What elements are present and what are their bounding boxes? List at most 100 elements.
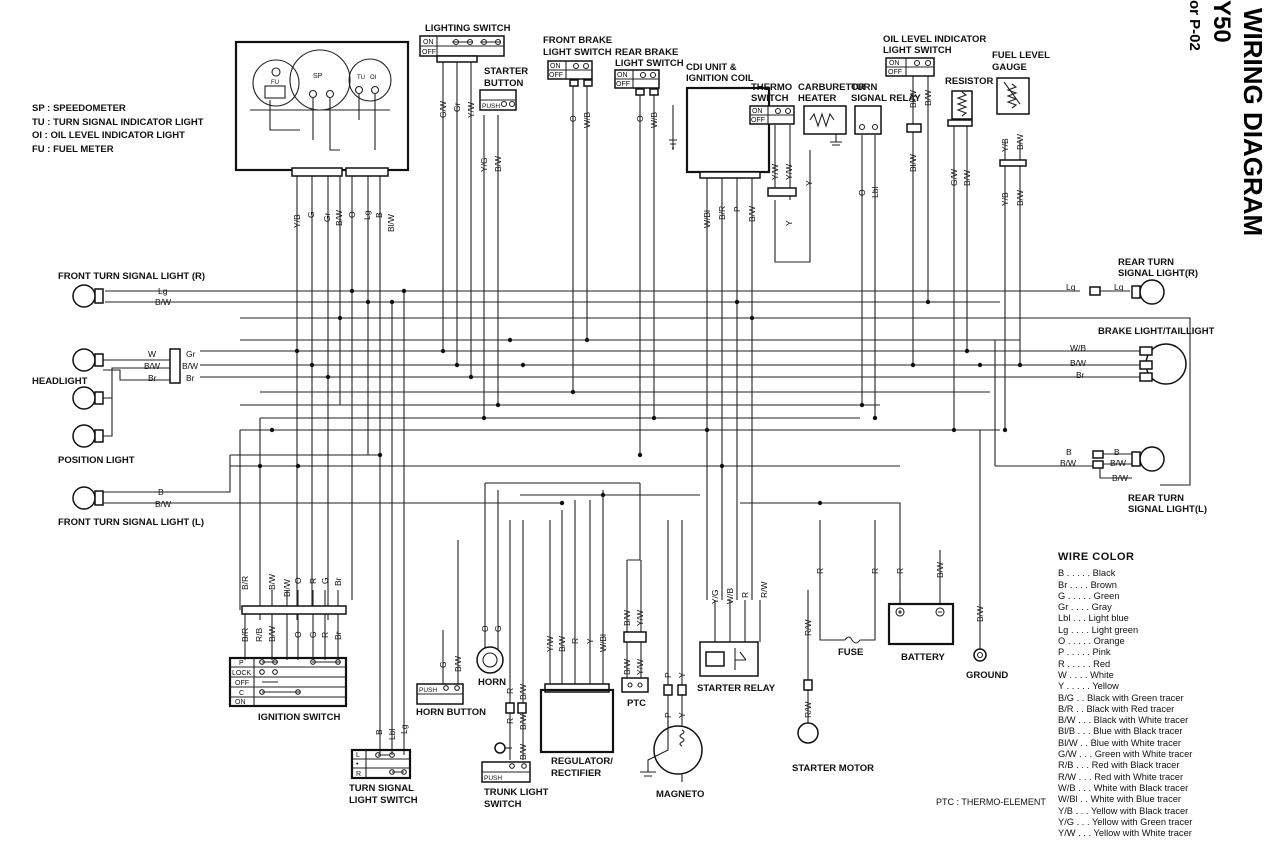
svg-text:Y: Y	[677, 712, 687, 718]
svg-text:Y/W: Y/W	[770, 164, 780, 180]
svg-text:B/W: B/W	[622, 659, 632, 675]
svg-text:CARBURETOR: CARBURETOR	[798, 82, 866, 93]
svg-text:LIGHT SWITCH: LIGHT SWITCH	[543, 47, 612, 58]
wire-color-name: Red	[1093, 658, 1111, 669]
svg-text:Y/B: Y/B	[1000, 192, 1010, 206]
svg-text:O: O	[857, 189, 867, 196]
svg-text:OFF: OFF	[422, 49, 436, 56]
svg-text:THERMO: THERMO	[751, 82, 792, 93]
svg-text:TURN: TURN	[851, 82, 878, 93]
svg-text:FUEL LEVEL: FUEL LEVEL	[992, 50, 1050, 61]
wire-color-name: Black with White tracer	[1093, 715, 1189, 726]
svg-text:OFF: OFF	[549, 72, 563, 79]
svg-text:G: G	[306, 211, 316, 218]
wire-color-dots: . . .	[1075, 805, 1089, 816]
svg-text:PUSH: PUSH	[482, 103, 500, 110]
svg-text:STARTER RELAY: STARTER RELAY	[697, 683, 776, 694]
wire-color-code: B/W	[1058, 715, 1076, 726]
wire-color-code: Bl/B	[1058, 726, 1076, 737]
svg-text:ON: ON	[235, 699, 246, 706]
svg-text:Y/G: Y/G	[710, 589, 720, 604]
svg-text:Bl/W: Bl/W	[908, 90, 918, 108]
svg-text:Gr: Gr	[186, 349, 196, 359]
wire-color-row: R/W . . . Red with White tracer	[1058, 772, 1273, 783]
wire-color-dots: . . . . .	[1067, 590, 1092, 601]
fuse-icon	[844, 636, 861, 644]
wire-color-name: Green with White tracer	[1094, 749, 1193, 760]
svg-text:STARTER MOTOR: STARTER MOTOR	[792, 763, 874, 774]
wire-color-code: Lg	[1058, 624, 1069, 635]
wire-color-dots: . . . . .	[1067, 636, 1092, 647]
svg-text:Br: Br	[1076, 370, 1085, 380]
svg-text:P: P	[663, 672, 673, 678]
svg-text:G: G	[320, 577, 330, 584]
svg-text:B/W: B/W	[182, 361, 198, 371]
wire-color-code: B	[1058, 568, 1065, 579]
wire-color-row: Y/B . . . Yellow with Black tracer	[1058, 806, 1273, 817]
svg-text:Lg: Lg	[399, 724, 409, 734]
wire-color-code: R/W	[1058, 771, 1077, 782]
wire-color-row: B/G . . Black with Green tracer	[1058, 693, 1273, 704]
svg-text:SIGNAL LIGHT(L): SIGNAL LIGHT(L)	[1128, 504, 1207, 515]
wire-color-row: Lbl . . . Light blue	[1058, 613, 1273, 624]
wire-color-dots: . . .	[1078, 715, 1092, 726]
svg-text:R: R	[570, 638, 580, 644]
svg-text:HORN BUTTON: HORN BUTTON	[416, 707, 486, 718]
wire-color-row: Y . . . . . Yellow	[1058, 681, 1273, 692]
wire-color-dots: . . . .	[1069, 579, 1088, 590]
wire-color-header: WIRE COLOR	[1058, 551, 1135, 563]
svg-text:O: O	[568, 115, 578, 122]
svg-text:P: P	[239, 660, 244, 667]
wire-color-code: O	[1058, 636, 1066, 647]
wire-color-name: Black with Green tracer	[1086, 692, 1184, 703]
svg-text:O: O	[635, 115, 645, 122]
svg-text:B/W: B/W	[453, 656, 463, 672]
svg-text:Y/W: Y/W	[635, 610, 645, 626]
svg-text:B/W: B/W	[518, 684, 528, 700]
wire-color-name: Gray	[1091, 602, 1112, 613]
svg-text:PUSH: PUSH	[484, 775, 502, 782]
wire-color-row: Br . . . . Brown	[1058, 580, 1273, 591]
svg-text:RESISTOR: RESISTOR	[945, 76, 994, 87]
svg-text:B/W: B/W	[557, 636, 567, 652]
svg-text:L: L	[356, 752, 360, 759]
wire-color-row: R . . . . . Red	[1058, 659, 1273, 670]
svg-text:LIGHT SWITCH: LIGHT SWITCH	[349, 795, 418, 806]
wire-color-row: W/Bl . . White with Blue tracer	[1058, 794, 1273, 805]
wire-color-dots: . . . . .	[1067, 658, 1091, 669]
wire-color-row: Bl/W . . Blue with White tracer	[1058, 738, 1273, 749]
svg-text:B: B	[158, 487, 164, 497]
svg-text:REAR TURN: REAR TURN	[1118, 257, 1174, 268]
svg-text:B: B	[374, 212, 384, 218]
wire-color-name: Yellow with White tracer	[1093, 828, 1192, 839]
svg-text:R/W: R/W	[803, 619, 813, 636]
meter-housing	[234, 40, 410, 172]
svg-text:R: R	[895, 568, 905, 574]
harness-wires	[100, 60, 1191, 760]
svg-text:POSITION LIGHT: POSITION LIGHT	[58, 455, 135, 466]
front-turn-signal-left: B B/W FRONT TURN SIGNAL LIGHT (L)	[58, 486, 204, 528]
svg-text:Br: Br	[148, 373, 157, 383]
trunk-light-switch: R R B/W B/W B/W PUSH TRUNK LIGHT SWITCH	[481, 684, 549, 810]
wire-color-dots: . . .	[1076, 760, 1090, 771]
wire-color-code: Gr	[1058, 602, 1069, 613]
wire-color-code: W/Bl	[1058, 794, 1078, 805]
svg-text:R: R	[320, 632, 330, 638]
svg-text:OFF: OFF	[751, 117, 765, 124]
wire-color-row: Bl/B . . . Blue with Black tracer	[1058, 726, 1273, 737]
svg-text:BATTERY: BATTERY	[901, 652, 945, 663]
svg-text:B/W: B/W	[267, 626, 277, 642]
svg-text:OFF: OFF	[235, 680, 249, 687]
svg-text:TRUNK LIGHT: TRUNK LIGHT	[484, 787, 549, 798]
wire-color-row: Y/G . . . Yellow with Green tracer	[1058, 817, 1273, 828]
ground-icon	[973, 648, 987, 662]
svg-text:B/W: B/W	[747, 206, 757, 222]
indicator-lights-icon	[348, 58, 392, 102]
wire-color-code: Y	[1058, 681, 1065, 692]
fuel-meter-icon	[252, 59, 300, 107]
svg-text:•: •	[356, 761, 359, 768]
svg-text:Lg: Lg	[1066, 282, 1076, 292]
